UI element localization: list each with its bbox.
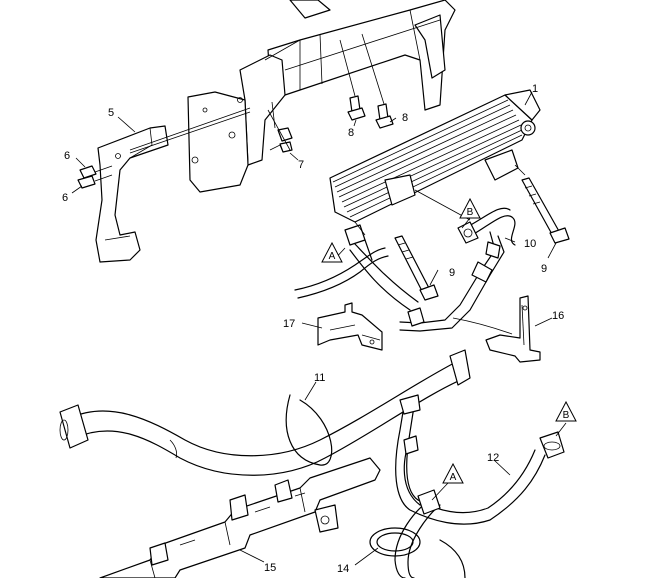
left-bracket bbox=[95, 107, 251, 263]
long-bolts-9 bbox=[394, 177, 570, 301]
bolts-8 bbox=[339, 33, 394, 129]
callout-9-left: 9 bbox=[449, 267, 455, 279]
callout-8-left: 8 bbox=[348, 127, 354, 139]
callout-5: 5 bbox=[108, 107, 114, 119]
cooler-hose-10 bbox=[349, 207, 516, 332]
callout-8-right: 8 bbox=[402, 112, 408, 124]
connection-marker-b-lower: B bbox=[555, 400, 577, 422]
callout-9-right: 9 bbox=[541, 263, 547, 275]
callout-11: 11 bbox=[314, 372, 325, 384]
bracket-16 bbox=[452, 295, 541, 363]
callout-7: 7 bbox=[298, 159, 304, 171]
callout-17: 17 bbox=[283, 318, 295, 330]
bolt-6 bbox=[77, 165, 113, 189]
cooler-hose-12 bbox=[395, 394, 565, 525]
bracket-17 bbox=[317, 302, 383, 351]
callout-15: 15 bbox=[264, 562, 276, 574]
nut-7 bbox=[271, 101, 293, 153]
callout-6-lower: 6 bbox=[62, 192, 68, 204]
callout-labels: 1 5 6 6 7 8 8 9 9 10 11 12 14 15 16 17 bbox=[62, 83, 564, 575]
connection-marker-a-upper: A bbox=[321, 241, 343, 263]
oil-cooler bbox=[329, 89, 541, 246]
callout-10: 10 bbox=[524, 238, 536, 250]
connection-marker-b-upper: B bbox=[459, 197, 481, 219]
marker-label: A bbox=[329, 251, 336, 262]
callout-16: 16 bbox=[552, 310, 564, 322]
callout-14: 14 bbox=[337, 563, 349, 575]
marker-label: A bbox=[450, 472, 457, 483]
lower-rail-bracket-15 bbox=[99, 457, 381, 578]
callout-1: 1 bbox=[532, 83, 538, 95]
connection-marker-a-lower: A bbox=[442, 462, 464, 484]
callout-12: 12 bbox=[487, 452, 499, 464]
marker-label: B bbox=[467, 207, 474, 218]
upper-mounting-bracket bbox=[187, 0, 456, 193]
hose-14 bbox=[369, 489, 466, 578]
transmission-line bbox=[294, 239, 389, 299]
callout-6-upper: 6 bbox=[64, 150, 70, 162]
marker-label: B bbox=[563, 410, 570, 421]
